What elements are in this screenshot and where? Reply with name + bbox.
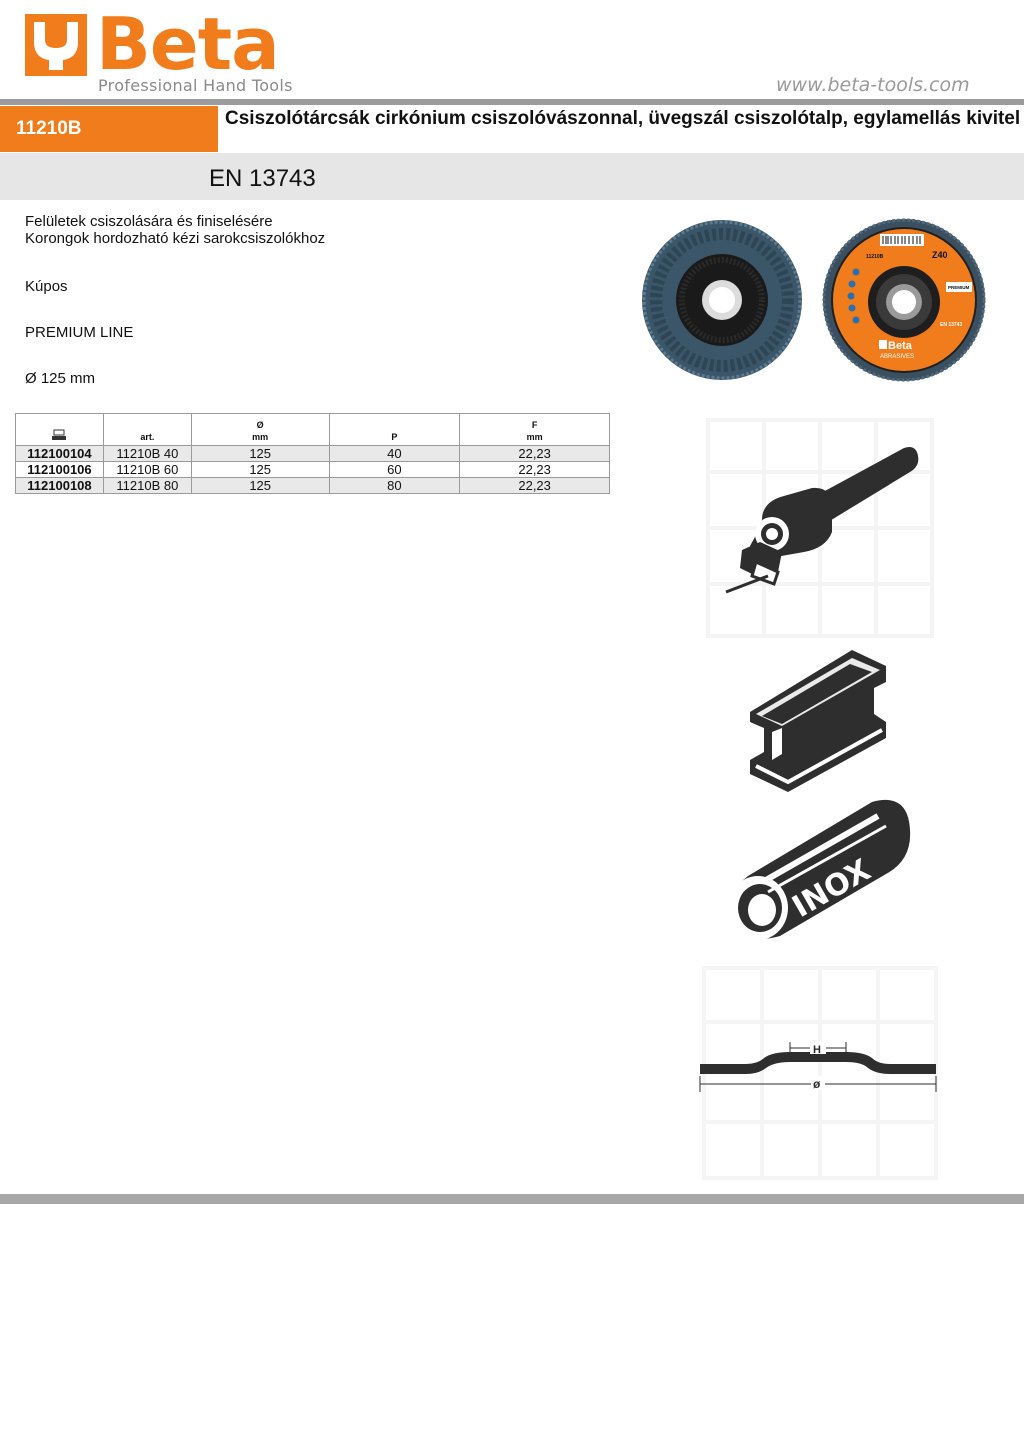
package-icon (52, 429, 67, 440)
header-art-label: art. (140, 432, 155, 442)
header-diameter-unit: mm (252, 432, 269, 442)
disc-grit-label: Z40 (932, 250, 948, 260)
header-art: art. (102, 413, 192, 446)
description-line-2: Korongok hordozható kézi sarokcsiszolókh… (25, 230, 326, 247)
standard-band (0, 153, 1024, 200)
header-p: P (328, 413, 461, 446)
standard-label: EN 13743 (209, 165, 316, 192)
angle-grinder-icon (706, 418, 934, 638)
cell-p: 40 (328, 445, 461, 462)
header-code (15, 413, 104, 446)
website-link[interactable]: www.beta-tools.com (776, 74, 970, 96)
cell-art: 11210B 80 (102, 477, 192, 494)
header-f-unit: mm (526, 432, 543, 442)
cell-code: 112100106 (15, 461, 104, 478)
disc-premium-label: PREMIUM (948, 285, 970, 290)
header-p-label: P (391, 432, 398, 442)
brand-wordmark: Beta (96, 2, 280, 86)
dim-h-label: H (813, 1044, 821, 1056)
beta-logo-icon (25, 14, 87, 76)
steel-beam-icon (750, 650, 886, 792)
cell-diameter: 125 (190, 445, 330, 462)
disc-standard-label: EN 13743 (940, 322, 962, 328)
cell-f: 22,23 (459, 445, 610, 462)
brand-tagline: Professional Hand Tools (98, 76, 293, 95)
header-f-symbol: F (531, 420, 538, 430)
inox-tube-icon: INOX (728, 799, 911, 940)
table-row: 112100106 11210B 60 125 60 22,23 (15, 461, 610, 478)
cell-diameter: 125 (190, 477, 330, 494)
cell-f: 22,23 (459, 477, 610, 494)
dim-d-label: ø (813, 1077, 821, 1091)
cell-f: 22,23 (459, 461, 610, 478)
shape-label: Kúpos (25, 278, 68, 295)
cell-art: 11210B 60 (102, 461, 192, 478)
description-line-1: Felületek csiszolására és finiselésére (25, 213, 273, 230)
diameter-label: Ø 125 mm (25, 370, 96, 387)
product-title: Csiszolótárcsák cirkónium csiszolóvászon… (225, 108, 1021, 129)
disc-code-label: 11210B (866, 254, 884, 260)
product-photo: Z40 11210B PREMIUM EN 13743 Beta ABRASIV… (642, 218, 986, 382)
table-row: 112100108 11210B 80 125 80 22,23 (15, 477, 610, 494)
cell-code: 112100104 (15, 445, 104, 462)
header-divider (0, 99, 1024, 105)
cell-p: 80 (328, 477, 461, 494)
cell-art: 11210B 40 (102, 445, 192, 462)
table-row: 112100104 11210B 40 125 40 22,23 (15, 445, 610, 462)
dimension-drawing: H ø (699, 966, 938, 1180)
flap-disc-back: Z40 11210B PREMIUM EN 13743 Beta ABRASIV… (822, 218, 986, 382)
disc-brand-label: Beta (888, 340, 913, 352)
flap-disc-front (642, 220, 802, 380)
cell-p: 60 (328, 461, 461, 478)
footer-divider (0, 1194, 1024, 1204)
cell-diameter: 125 (190, 461, 330, 478)
disc-sub-label: ABRASIVES (880, 354, 914, 360)
cell-code: 112100108 (15, 477, 104, 494)
header-diameter-symbol: Ø (256, 420, 264, 430)
product-line-label: PREMIUM LINE (25, 324, 134, 341)
product-code: 11210B (16, 118, 82, 139)
product-code-box (0, 106, 218, 152)
